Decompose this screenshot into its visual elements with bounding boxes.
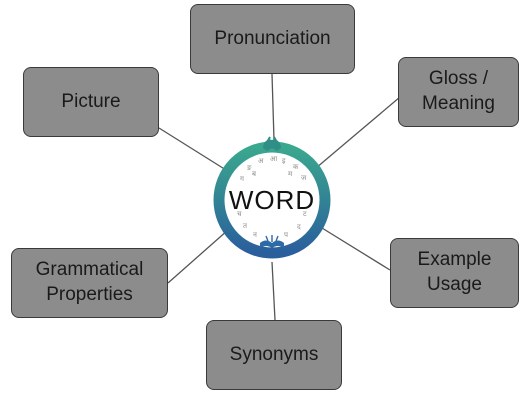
svg-text:क: क: [293, 163, 299, 171]
svg-text:च: च: [237, 210, 242, 218]
svg-text:अ: अ: [258, 157, 264, 165]
svg-text:त: त: [243, 222, 248, 230]
node-synonyms: Synonyms: [206, 320, 342, 390]
connector-synonyms: [271, 261, 276, 321]
hands-icon: [263, 136, 281, 151]
connector-grammatical: [167, 229, 229, 284]
node-pronunciation: Pronunciation: [190, 4, 355, 74]
svg-text:प: प: [284, 231, 289, 239]
svg-text:ब: ब: [252, 170, 257, 178]
svg-text:आ: आ: [270, 155, 278, 163]
connector-pronunciation: [271, 73, 275, 141]
svg-text:ग: ग: [240, 175, 245, 183]
node-gloss-meaning: Gloss / Meaning: [398, 57, 519, 127]
connector-gloss: [315, 96, 401, 169]
svg-text:ज: ज: [301, 174, 307, 182]
node-picture: Picture: [23, 67, 159, 137]
node-example-usage: Example Usage: [390, 238, 519, 308]
center-word-label: WORD: [228, 185, 316, 215]
svg-text:द: द: [297, 223, 301, 231]
svg-text:म: म: [288, 170, 293, 178]
svg-text:न: न: [253, 231, 257, 239]
connector-example: [321, 227, 391, 271]
connector-picture: [158, 127, 227, 171]
open-book-icon: [260, 235, 284, 248]
svg-text:ङ: ङ: [246, 164, 252, 172]
svg-text:ट: ट: [303, 210, 307, 218]
svg-text:इ: इ: [282, 157, 286, 165]
connector-lines: [158, 73, 401, 321]
node-grammatical-properties: Grammatical Properties: [11, 248, 168, 318]
